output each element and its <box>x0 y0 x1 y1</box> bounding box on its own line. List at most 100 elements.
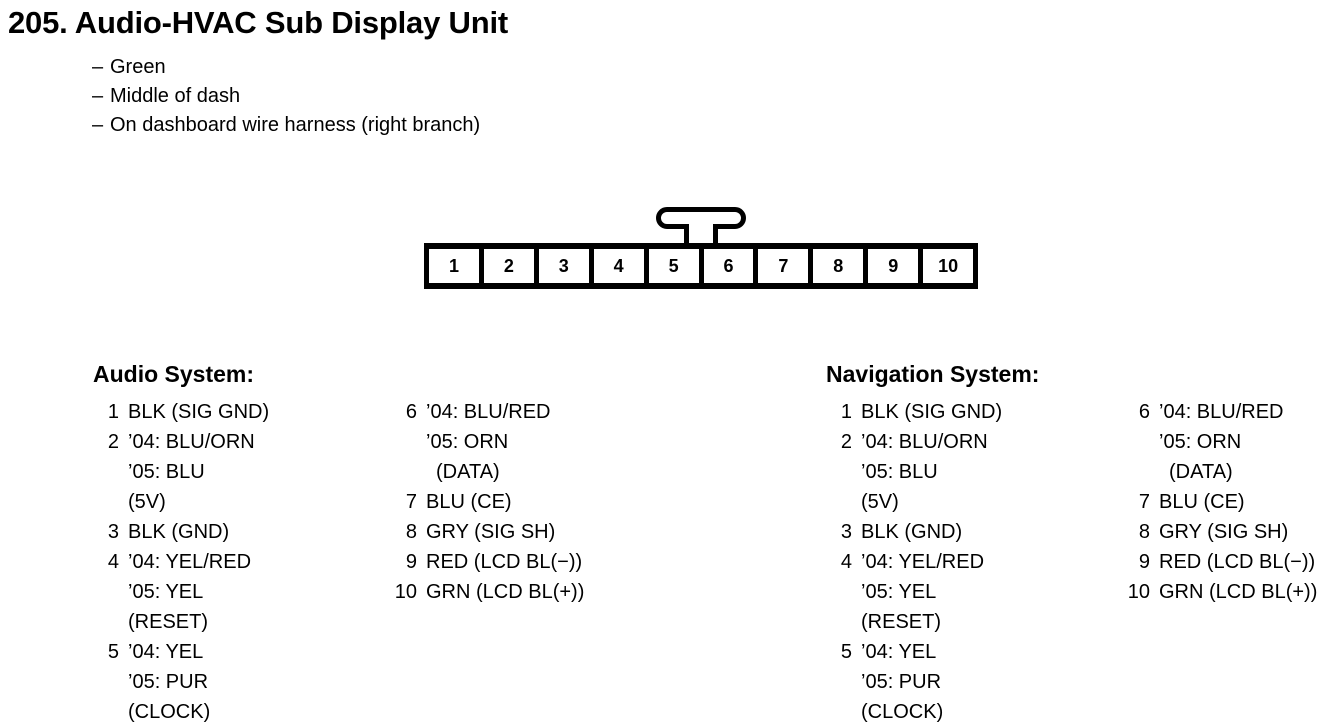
description-bullet-list: –Green–Middle of dash–On dashboard wire … <box>92 53 480 140</box>
pin-description-line: ’05: YEL <box>128 581 204 603</box>
pin-description-line: BLK (GND) <box>128 521 230 543</box>
pin-number: 10 <box>394 581 417 603</box>
tab-stem-left <box>684 224 689 246</box>
pin-description: GRN (LCD BL(+)) <box>1150 577 1317 607</box>
pin-description-line: ’05: YEL <box>861 581 937 603</box>
connector-pin-5[interactable]: 5 <box>648 249 699 283</box>
pin-entry: 5’04: YEL’05: PUR(CLOCK) <box>93 637 391 727</box>
pin-description: ’04: YEL/RED ’05: YEL (RESET) <box>852 547 984 637</box>
pin-entry: 6’04: BLU/RED’05: ORN(DATA) <box>391 397 631 487</box>
pin-description-line: (RESET) <box>861 611 941 633</box>
pin-description-line: GRY (SIG SH) <box>1159 521 1289 543</box>
audio-pin-column-left: 1 BLK (SIG GND) 2 ’04: BLU/ORN ’05: BLU (5V) 3… <box>93 397 391 727</box>
connector-pin-2[interactable]: 2 <box>483 249 534 283</box>
connector-pin-9[interactable]: 9 <box>868 249 919 283</box>
pin-description-line: ’05: ORN <box>426 431 509 453</box>
pin-entry: 4 ’04: YEL/RED ’05: YEL (RESET) <box>826 547 1124 637</box>
tab-inner-fill <box>689 224 713 244</box>
pin-description-line: BLK (SIG GND) <box>861 401 1003 423</box>
navigation-system-heading: Navigation System: <box>826 361 1040 387</box>
pin-entry: 5 ’04: YEL ’05: PUR (CLOCK) <box>826 637 1124 727</box>
pin-number: 2 <box>840 431 852 453</box>
pin-description-line: (DATA) <box>1169 461 1233 483</box>
description-bullet-item: –On dashboard wire harness (right branch… <box>92 111 480 140</box>
pin-description: GRN (LCD BL(+)) <box>417 577 584 607</box>
pin-number: 4 <box>107 551 119 573</box>
pin-number: 8 <box>405 521 417 543</box>
pin-description: GRY (SIG SH) <box>1150 517 1288 547</box>
pin-number: 4 <box>840 551 852 573</box>
connector-pin-8[interactable]: 8 <box>813 249 864 283</box>
pin-description-line: ’04: YEL/RED <box>128 551 252 573</box>
connector-pin-10[interactable]: 10 <box>923 249 974 283</box>
pin-description-line: GRN (LCD BL(+)) <box>426 581 585 603</box>
pin-description: ’04: BLU/ORN’05: BLU(5V) <box>852 427 988 517</box>
pin-description-line: (RESET) <box>128 611 208 633</box>
connector-pin-4[interactable]: 4 <box>593 249 644 283</box>
pin-description-line: BLK (GND) <box>861 521 963 543</box>
connector-pin-1[interactable]: 1 <box>429 249 479 283</box>
pin-description-line: ’04: YEL <box>128 641 204 663</box>
pin-description-line: ’04: BLU/ORN <box>128 431 255 453</box>
pin-description-line: (DATA) <box>436 461 500 483</box>
pin-description-line: ’04: BLU/ORN <box>861 431 988 453</box>
pin-number: 7 <box>405 491 417 513</box>
pin-description-line: ’05: PUR <box>861 671 942 693</box>
pin-description-line: ’04: YEL/RED <box>861 551 985 573</box>
description-bullet-item: –Green <box>92 53 480 82</box>
bullet-dash-icon: – <box>92 85 104 107</box>
pin-number: 3 <box>840 521 852 543</box>
bullet-text: Green <box>110 56 166 78</box>
bullet-text: Middle of dash <box>110 85 241 107</box>
pin-description-line: RED (LCD BL(−)) <box>426 551 583 573</box>
pin-entry: 4 ’04: YEL/RED ’05: YEL (RESET) <box>93 547 391 637</box>
pin-number: 5 <box>840 641 852 663</box>
connector-locking-tab-icon <box>656 207 746 246</box>
bullet-dash-icon: – <box>92 114 104 136</box>
pin-description-line: ’05: PUR <box>128 671 209 693</box>
pin-description-line: (CLOCK) <box>861 701 944 723</box>
pin-description-line: BLK (SIG GND) <box>128 401 270 423</box>
pin-description-line: RED (LCD BL(−)) <box>1159 551 1316 573</box>
pin-description: ’04: YEL/RED ’05: YEL (RESET) <box>119 547 251 637</box>
pin-number: 10 <box>1127 581 1150 603</box>
pin-number: 2 <box>107 431 119 453</box>
pin-description-line: ’05: BLU <box>128 461 205 483</box>
pin-description-line: ’04: YEL <box>861 641 937 663</box>
pin-description: BLU (CE) <box>417 487 512 517</box>
pin-entry: 6’04: BLU/RED’05: ORN(DATA) <box>1124 397 1344 487</box>
connector-pin-3[interactable]: 3 <box>538 249 589 283</box>
pin-number: 9 <box>1138 551 1150 573</box>
pin-entry: 1 BLK (SIG GND) <box>826 397 1124 427</box>
connector-pin-7[interactable]: 7 <box>758 249 809 283</box>
pin-number: 6 <box>405 401 417 423</box>
connector-pin-6[interactable]: 6 <box>703 249 754 283</box>
pin-description-line: (5V) <box>861 491 899 513</box>
pin-entry: 10 GRN (LCD BL(+)) <box>1124 577 1344 607</box>
description-bullet-item: –Middle of dash <box>92 82 480 111</box>
pin-description-line: BLU (CE) <box>1159 491 1245 513</box>
navigation-system-columns: 1 BLK (SIG GND) 2’04: BLU/ORN’05: BLU(5V)3… <box>826 397 1344 727</box>
pin-description-line: GRN (LCD BL(+)) <box>1159 581 1318 603</box>
pin-entry: 9 RED (LCD BL(−)) <box>1124 547 1344 577</box>
pin-description-line: GRY (SIG SH) <box>426 521 556 543</box>
pin-description: GRY (SIG SH) <box>417 517 555 547</box>
pin-description: ’04: YEL ’05: PUR (CLOCK) <box>852 637 943 727</box>
pin-number: 1 <box>840 401 852 423</box>
pin-number: 9 <box>405 551 417 573</box>
pin-description-line: (5V) <box>128 491 166 513</box>
pin-description: ’04: BLU/RED’05: ORN(DATA) <box>1150 397 1284 487</box>
pin-description: BLU (CE) <box>1150 487 1245 517</box>
pin-description-line: ’05: ORN <box>1159 431 1242 453</box>
pin-entry: 2 ’04: BLU/ORN ’05: BLU (5V) <box>93 427 391 517</box>
pin-number: 1 <box>107 401 119 423</box>
